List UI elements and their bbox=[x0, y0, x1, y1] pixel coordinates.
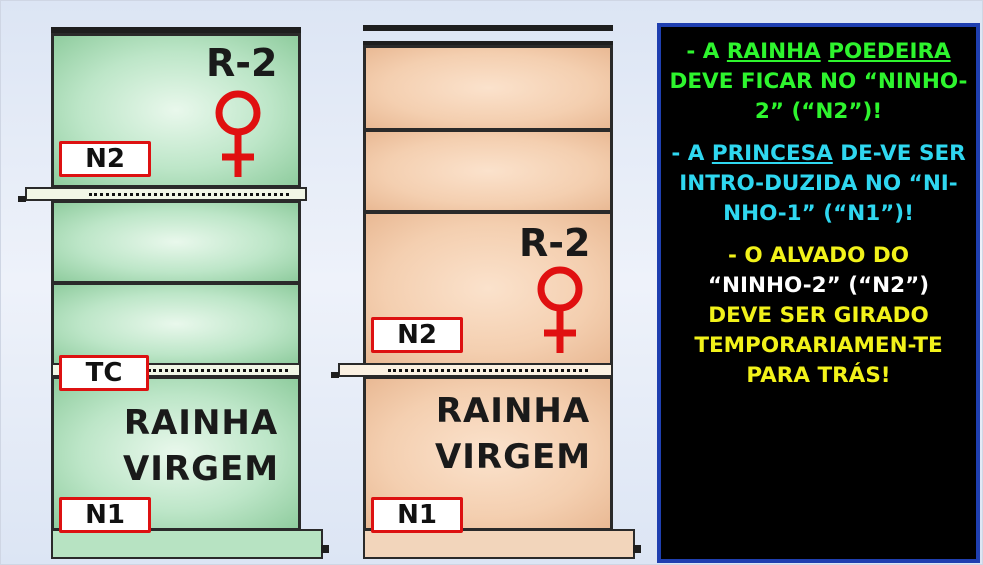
left-tc-label: TC bbox=[59, 355, 149, 391]
left-virgin-queen-line1: RAINHA bbox=[123, 403, 279, 443]
right-n1-label: N1 bbox=[371, 497, 463, 533]
left-hive-upper-tray bbox=[25, 187, 307, 201]
right-hive-base-tab bbox=[633, 545, 641, 553]
right-hive-tray-tab bbox=[331, 372, 339, 378]
left-hive-middle-box-2 bbox=[51, 282, 301, 366]
left-hive-base-tab bbox=[321, 545, 329, 553]
left-n2-label: N2 bbox=[59, 141, 151, 177]
right-female-symbol-icon bbox=[533, 263, 587, 359]
right-n2-label: N2 bbox=[371, 317, 463, 353]
left-hive-upper-tray-tab bbox=[18, 196, 26, 202]
right-hive-lid-bar bbox=[363, 25, 613, 31]
right-virgin-queen-line2: VIRGEM bbox=[434, 437, 592, 477]
right-hive-lid bbox=[363, 41, 613, 45]
left-female-symbol-icon bbox=[211, 87, 265, 183]
left-hive-lid bbox=[51, 27, 301, 33]
right-hive-box-1 bbox=[363, 45, 613, 131]
left-hive-base bbox=[51, 529, 323, 559]
right-queen-code: R-2 bbox=[519, 221, 591, 265]
left-queen-code: R-2 bbox=[206, 41, 278, 85]
instruction-block-entrance: - O ALVADO DO“NINHO-2” (“N2”)DEVE SER GI… bbox=[694, 243, 943, 388]
left-n1-label: N1 bbox=[59, 497, 151, 533]
right-virgin-queen-line1: RAINHA bbox=[435, 391, 591, 431]
instruction-block-princess: - A PRINCESA DE-VE SER INTRO-DUZIDA NO “… bbox=[671, 141, 966, 226]
left-virgin-queen-line2: VIRGEM bbox=[122, 449, 280, 489]
right-hive-box-2 bbox=[363, 129, 613, 213]
right-hive-base bbox=[363, 529, 635, 559]
instruction-block-laying-queen: - A RAINHA POEDEIRA DEVE FICAR NO “NINHO… bbox=[669, 39, 968, 124]
right-hive-tray bbox=[338, 363, 613, 377]
left-hive-middle-box-1 bbox=[51, 200, 301, 284]
instructions-panel: - A RAINHA POEDEIRA DEVE FICAR NO “NINHO… bbox=[657, 23, 980, 563]
